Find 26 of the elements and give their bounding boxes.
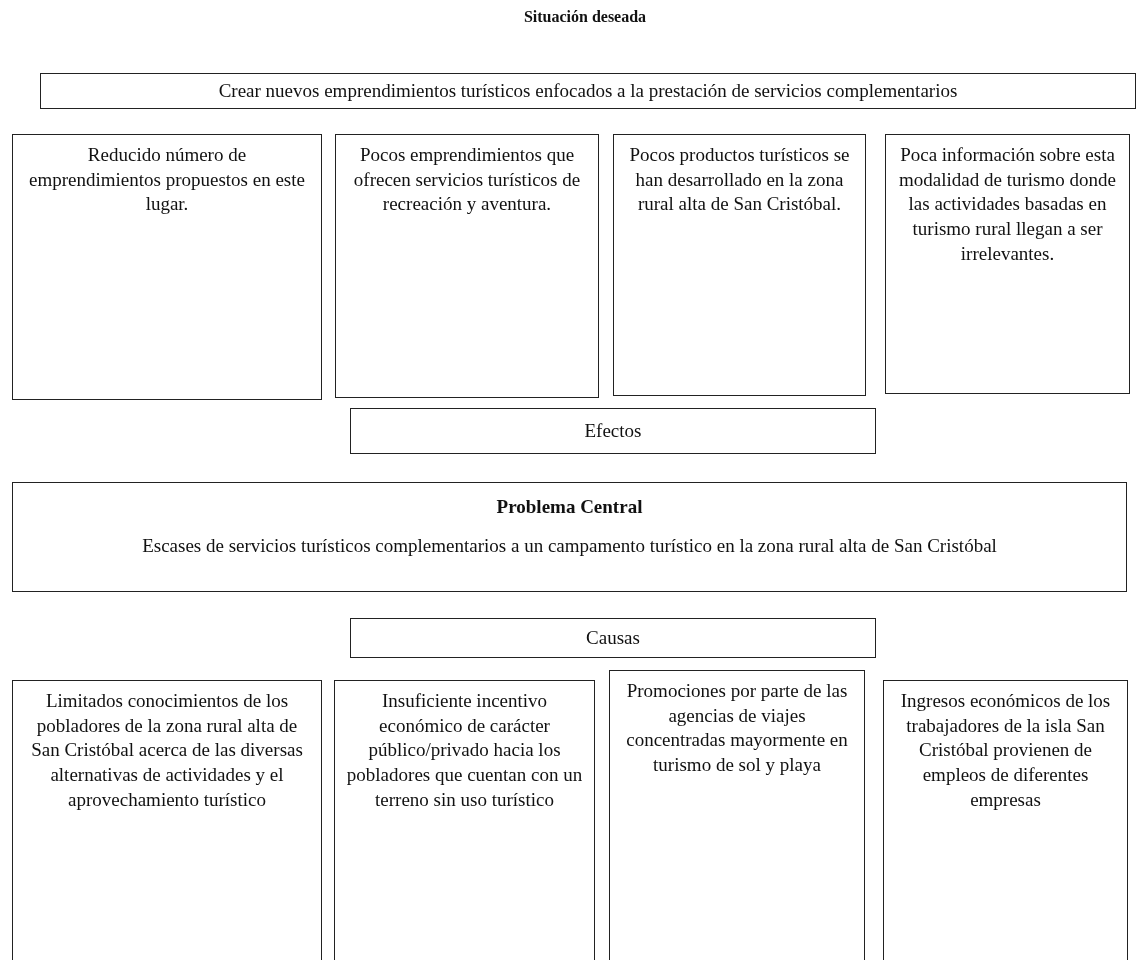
cause-box	[12, 680, 322, 960]
section-label-box	[350, 408, 876, 454]
box-heading: Problema Central	[496, 495, 643, 519]
cause-box	[609, 670, 865, 960]
box-text: Pocos productos turísticos se han desarrollado en la zona rural alta de San Cristóbal.	[628, 143, 851, 217]
cause-box	[883, 680, 1128, 960]
box-text: Escases de servicios turísticos complementarios a un campamento turístico en la zona rural alta de San Cristóbal	[142, 533, 997, 558]
objective-box	[40, 73, 1136, 109]
box-text: Ingresos económicos de los trabajadores de la isla San Cristóbal provienen de empleos de diferentes empresas	[899, 689, 1112, 812]
box-text: Reducido número de emprendimientos propuestos en este lugar.	[28, 143, 306, 217]
box-text: Poca información sobre esta modalidad de turismo donde las actividades basadas en turismo rural llegan a ser irrelevantes.	[898, 143, 1117, 266]
effect-box	[885, 134, 1130, 394]
box-text: Crear nuevos emprendimientos turísticos enfocados a la prestación de servicios complementarios	[218, 78, 958, 103]
section-label-box	[350, 618, 876, 658]
effect-box	[335, 134, 599, 398]
box-text: Efectos	[584, 418, 642, 443]
box-text: Causas	[586, 625, 640, 650]
effect-box	[12, 134, 322, 400]
box-text: Pocos emprendimientos que ofrecen servicios turísticos de recreación y aventura.	[352, 143, 582, 217]
central-problem-box	[12, 482, 1127, 592]
diagram-title: Situación deseada	[522, 8, 648, 26]
box-text: Insuficiente incentivo económico de carácter público/privado hacia los pobladores que cuentan con un terreno sin uso turístico	[345, 689, 584, 812]
box-text: Limitados conocimientos de los pobladores de la zona rural alta de San Cristóbal acerca de las diversas alternativas de actividades y el aprovechamiento turístico	[30, 689, 304, 812]
cause-box	[334, 680, 595, 960]
box-text: Promociones por parte de las agencias de viajes concentradas mayormente en turismo de sol y playa	[625, 679, 849, 778]
effect-box	[613, 134, 866, 396]
